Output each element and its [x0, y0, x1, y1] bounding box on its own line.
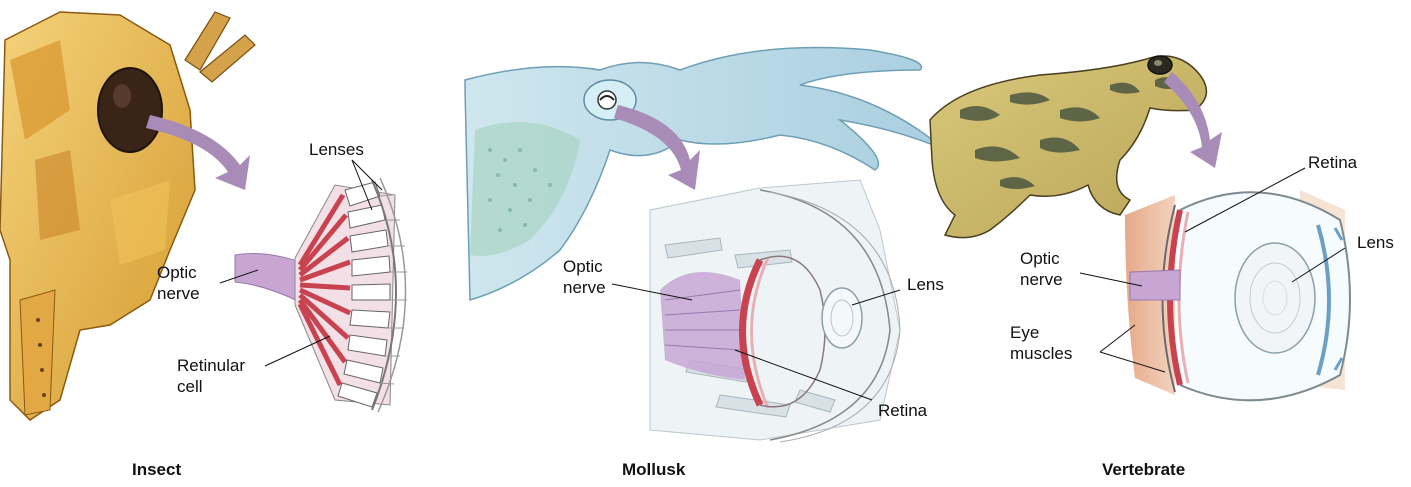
- vertebrate-eye-diagram: [1125, 190, 1350, 400]
- insect-optic-nerve-label: Optic nerve: [157, 262, 200, 304]
- vertebrate-eye-muscles-line2: muscles: [1010, 343, 1072, 364]
- vertebrate-retina-label: Retina: [1308, 152, 1357, 173]
- mollusk-retina-label: Retina: [878, 400, 927, 421]
- mollusk-eye-diagram: [650, 180, 900, 442]
- insect-retinular-cell-label: Retinular cell: [177, 355, 245, 397]
- mollusk-lens-label: Lens: [907, 274, 944, 295]
- mollusk-optic-nerve-label: Optic nerve: [563, 256, 606, 298]
- vertebrate-eye-muscles-label: Eye muscles: [1010, 322, 1072, 364]
- vertebrate-eye-muscles-line1: Eye: [1010, 322, 1072, 343]
- mollusk-caption: Mollusk: [622, 460, 685, 480]
- vertebrate-lens-label: Lens: [1357, 232, 1394, 253]
- insect-optic-nerve-line2: nerve: [157, 283, 200, 304]
- vertebrate-optic-nerve-line2: nerve: [1020, 269, 1063, 290]
- vertebrate-optic-nerve-line1: Optic: [1020, 248, 1063, 269]
- insect-optic-nerve-line1: Optic: [157, 262, 200, 283]
- vertebrate-caption: Vertebrate: [1102, 460, 1185, 480]
- compound-eye-diagram: [235, 178, 407, 412]
- mollusk-optic-nerve-line2: nerve: [563, 277, 606, 298]
- insect-caption: Insect: [132, 460, 181, 480]
- vertebrate-optic-nerve-label: Optic nerve: [1020, 248, 1063, 290]
- insect-retinular-cell-line1: Retinular: [177, 355, 245, 376]
- insect-retinular-cell-line2: cell: [177, 376, 245, 397]
- mollusk-optic-nerve-line1: Optic: [563, 256, 606, 277]
- insect-lenses-label: Lenses: [309, 139, 364, 160]
